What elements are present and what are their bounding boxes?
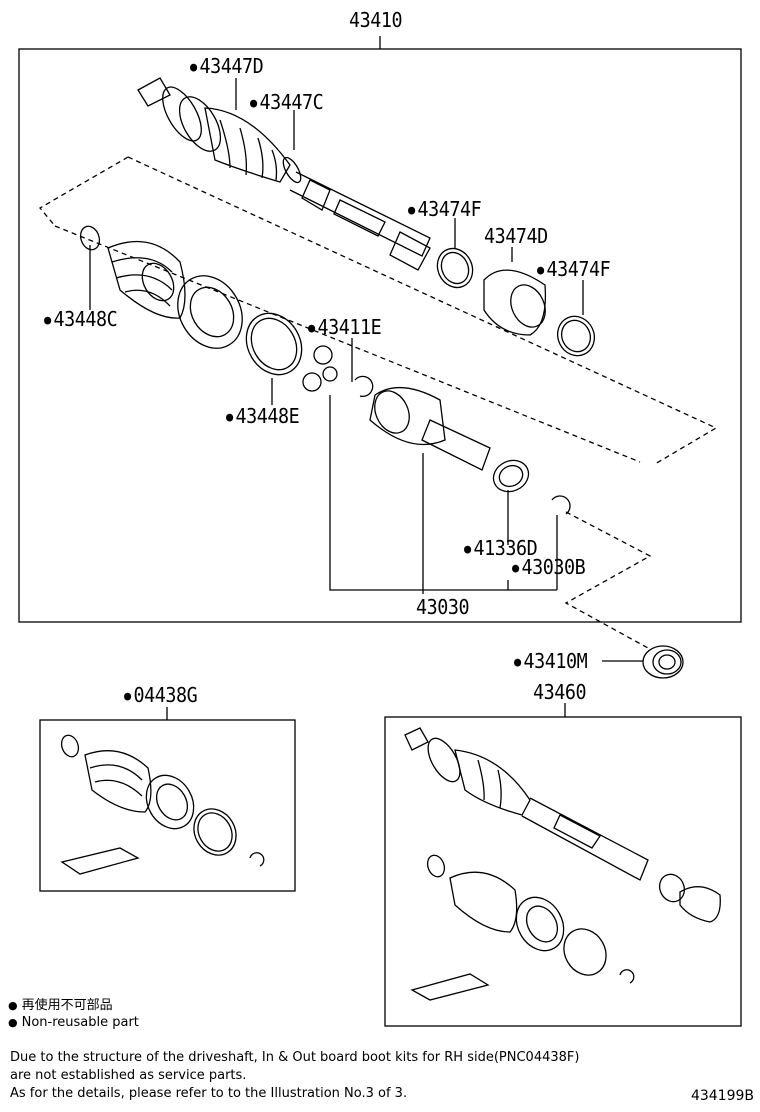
footnote: Due to the structure of the driveshaft, … [10,1049,579,1103]
part-callout-41336D[interactable]: 41336D [464,538,538,562]
part-callout-43411E[interactable]: 43411E [308,317,382,341]
part-callout-43460[interactable]: 43460 [533,680,587,704]
part-callout-43447D[interactable]: 43447D [190,56,264,80]
footnote-line: As for the details, please refer to to t… [10,1086,408,1101]
part-callout-43030[interactable]: 43030 [416,595,470,619]
part-callout-43474D[interactable]: 43474D [484,224,548,248]
part-callout-43030B[interactable]: 43030B [512,557,586,581]
inner-boot-kit [436,247,596,357]
legend-jp: 再使用不可部品 [21,998,113,1013]
driveshaft-assembly [137,77,431,271]
assembly-number-label: 43410 [349,8,403,32]
legend-en: Non-reusable part [21,1015,139,1030]
inboard-joint [302,345,571,515]
legend: ●再使用不可部品 ●Non-reusable part [8,997,139,1031]
bullet-icon: ● [8,999,18,1012]
illustration-code: 434199B [690,1088,754,1104]
bearing-43410M [642,645,684,679]
part-callout-43410M[interactable]: 43410M [514,651,588,675]
part-callout-43448C[interactable]: 43448C [44,309,118,333]
bullet-icon: ● [8,1016,18,1029]
footnote-line: are not established as service parts. [10,1068,247,1083]
part-callout-43474F-2[interactable]: 43474F [537,259,611,283]
part-callout-04438G[interactable]: 04438G [124,685,198,709]
part-callout-43474F[interactable]: 43474F [408,199,482,223]
footnote-line: Due to the structure of the driveshaft, … [10,1050,580,1065]
part-callout-43448E[interactable]: 43448E [226,406,300,430]
part-callout-43447C[interactable]: 43447C [250,92,324,116]
rh-assembly-43460-parts [404,727,721,1001]
rh-assembly-frame [384,716,742,1027]
outer-boot-kit [79,225,303,376]
boot-kit-04438G-parts [60,734,265,875]
